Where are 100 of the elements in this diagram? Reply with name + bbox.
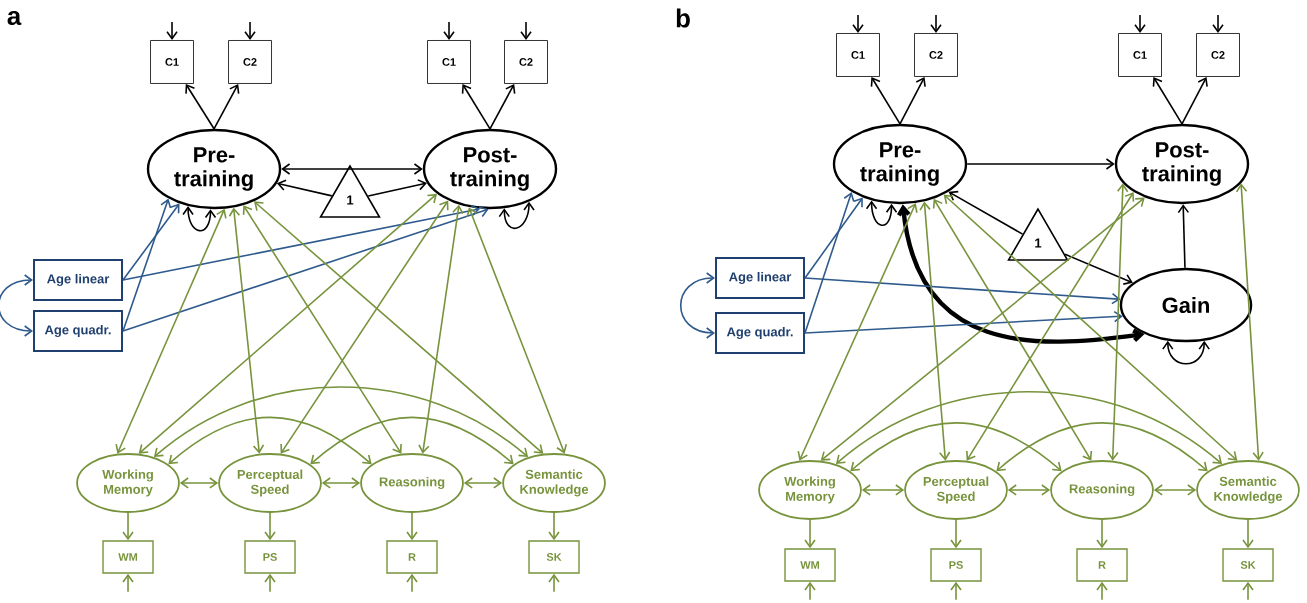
- arrow: [1152, 76, 1183, 125]
- double-arrow: [1107, 183, 1129, 461]
- score-box: WM: [102, 540, 154, 574]
- residual-arrow: [264, 573, 276, 593]
- double-arrow: [466, 207, 568, 454]
- covariate-box: Age quadr.: [33, 310, 123, 352]
- variance-loop: [182, 206, 217, 232]
- curved-double-arrow: [0, 274, 33, 337]
- score-box: PS: [244, 540, 296, 574]
- residual-arrow: [1212, 14, 1224, 34]
- double-arrow: [1153, 484, 1197, 496]
- arrow: [122, 512, 134, 541]
- arrow: [122, 198, 172, 332]
- variance-loop: [1162, 340, 1210, 365]
- arrow: [948, 190, 1024, 235]
- arrow: [264, 512, 276, 541]
- covariate-box: Age quadr.: [715, 312, 805, 354]
- residual-arrow: [1242, 581, 1254, 601]
- double-arrow: [861, 484, 905, 496]
- curved-double-arrow: [168, 416, 372, 465]
- variance-loop: [498, 201, 535, 230]
- panel-label: a: [7, 10, 22, 26]
- curved-double-arrow: [679, 272, 715, 339]
- arrow: [804, 191, 855, 334]
- double-arrow: [463, 477, 503, 489]
- residual-arrow: [852, 14, 864, 34]
- arrow: [276, 179, 333, 197]
- score-box: R: [386, 540, 438, 574]
- arrow: [804, 277, 1121, 305]
- indicator-box: C2: [228, 40, 272, 84]
- double-arrow: [179, 477, 219, 489]
- curved-double-arrow: [996, 422, 1208, 472]
- double-arrow: [138, 193, 438, 454]
- double-arrow: [1007, 484, 1051, 496]
- curved-double-arrow: [850, 422, 1062, 472]
- arrow: [122, 206, 489, 332]
- indicator-box: C1: [427, 40, 471, 84]
- indicator-box: C1: [836, 33, 880, 77]
- arrow: [489, 83, 516, 130]
- arrow: [1177, 204, 1190, 269]
- arrow: [804, 519, 816, 549]
- double-arrow: [281, 163, 423, 175]
- arrow: [1181, 76, 1208, 125]
- double-arrow: [418, 204, 464, 454]
- double-arrow: [820, 197, 1145, 461]
- double-arrow: [797, 203, 918, 461]
- arrow: [870, 76, 901, 125]
- arrow: [406, 512, 418, 541]
- residual-arrow: [122, 573, 134, 593]
- double-arrow: [280, 200, 449, 454]
- arrow: [367, 179, 427, 197]
- double-arrow: [115, 208, 227, 454]
- arrow: [1242, 519, 1254, 549]
- arrow: [548, 512, 560, 541]
- arrow: [461, 83, 491, 130]
- residual-arrow: [804, 581, 816, 601]
- residual-arrow: [406, 573, 418, 593]
- curved-double-arrow: [835, 390, 1223, 465]
- residual-arrow: [1096, 581, 1108, 601]
- arrow: [950, 519, 962, 549]
- arrow: [804, 310, 1123, 334]
- double-arrow: [242, 205, 402, 454]
- double-arrow: [966, 191, 1135, 461]
- arrow: [899, 76, 926, 125]
- curved-double-arrow: [897, 204, 1145, 344]
- arrow: [966, 158, 1115, 170]
- indicator-box: C1: [150, 40, 194, 84]
- variance-loop: [865, 200, 898, 226]
- covariate-box: Age linear: [33, 259, 123, 301]
- score-box: PS: [930, 548, 982, 582]
- indicator-box: C2: [914, 33, 958, 77]
- arrow: [804, 197, 863, 279]
- residual-arrow: [548, 573, 560, 593]
- covariate-box: Age linear: [715, 257, 805, 299]
- residual-arrow: [930, 14, 942, 34]
- double-arrow: [1235, 183, 1264, 461]
- score-box: R: [1076, 548, 1128, 582]
- residual-arrow: [950, 581, 962, 601]
- residual-arrow: [443, 21, 455, 41]
- curved-double-arrow: [310, 416, 514, 465]
- indicator-box: C1: [1118, 33, 1162, 77]
- double-arrow: [228, 207, 265, 454]
- score-box: WM: [784, 548, 836, 582]
- indicator-box: C2: [504, 40, 548, 84]
- arrow: [1096, 519, 1108, 549]
- residual-arrow: [166, 21, 178, 41]
- arrow: [185, 83, 215, 130]
- panel-label: b: [676, 8, 690, 28]
- indicator-box: C2: [1196, 33, 1240, 77]
- double-arrow: [932, 198, 1093, 461]
- curved-double-arrow: [153, 386, 529, 458]
- arrow: [213, 83, 240, 130]
- double-arrow: [919, 201, 951, 461]
- double-arrow: [943, 194, 1238, 461]
- double-arrow: [321, 477, 361, 489]
- residual-arrow: [520, 21, 532, 41]
- arrow: [122, 204, 481, 281]
- score-box: SK: [1222, 548, 1274, 582]
- arrow: [122, 203, 180, 281]
- residual-arrow: [1134, 14, 1146, 34]
